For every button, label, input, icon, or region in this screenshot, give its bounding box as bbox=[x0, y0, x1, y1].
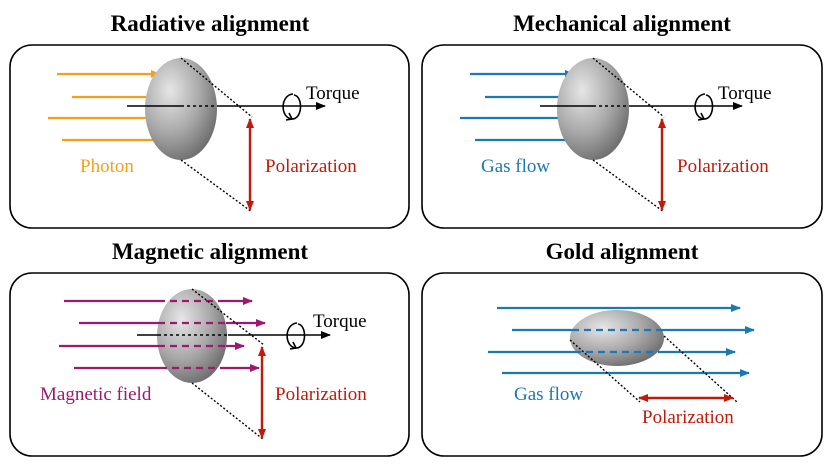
flow-label: Gas flow bbox=[481, 156, 550, 177]
flow-label: Magnetic field bbox=[40, 384, 152, 405]
torque-label: Torque bbox=[306, 83, 360, 104]
panel-title: Mechanical alignment bbox=[513, 11, 731, 36]
polarization-label: Polarization bbox=[275, 384, 367, 405]
dust-grain bbox=[157, 289, 227, 383]
magnetic-field-line-icon bbox=[59, 297, 266, 372]
panel-title: Radiative alignment bbox=[111, 11, 310, 36]
dust-grain bbox=[557, 58, 629, 160]
torque-label: Torque bbox=[313, 311, 367, 332]
gas-flow-arrow-icon bbox=[488, 304, 755, 377]
panel-gold: Gold alignment Gas flow Polarization bbox=[421, 239, 823, 457]
panel-title: Magnetic alignment bbox=[112, 239, 308, 264]
panel-mechanical: Mechanical alignment Torque Gas flow Pol… bbox=[421, 11, 823, 229]
grain-projection-lines bbox=[592, 57, 665, 213]
rotation-icon bbox=[694, 93, 714, 121]
panel-title: Gold alignment bbox=[546, 239, 699, 264]
polarization-label: Polarization bbox=[677, 156, 769, 177]
polarization-label: Polarization bbox=[265, 156, 357, 177]
flow-label: Photon bbox=[80, 156, 134, 177]
dust-grain bbox=[145, 58, 217, 160]
grain-projection-lines bbox=[191, 288, 265, 441]
flow-label: Gas flow bbox=[514, 384, 583, 405]
panel-radiative: Radiative alignment Torque Photon Polari… bbox=[9, 11, 410, 229]
grain-projection-lines bbox=[180, 57, 253, 213]
torque-label: Torque bbox=[718, 83, 772, 104]
panel-magnetic: Magnetic alignment Torque bbox=[9, 239, 410, 457]
dust-grain bbox=[570, 310, 664, 366]
grain-projection-lines bbox=[569, 335, 738, 403]
polarization-label: Polarization bbox=[642, 407, 734, 428]
rotation-icon bbox=[286, 322, 306, 350]
rotation-icon bbox=[282, 93, 302, 121]
